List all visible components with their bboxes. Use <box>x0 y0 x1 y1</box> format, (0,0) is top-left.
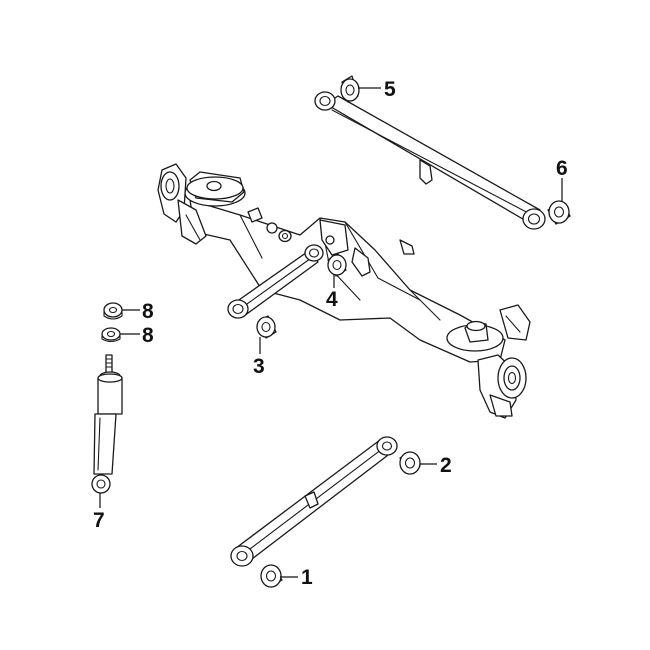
bushing-part-4 <box>327 253 347 277</box>
rear-axle-beam <box>157 163 531 419</box>
callout-8-upper: 8 <box>142 300 154 323</box>
callout-6: 6 <box>556 157 568 180</box>
bushing-part-6 <box>547 200 571 225</box>
callout-2: 2 <box>440 454 452 477</box>
bushing-part-3 <box>256 315 277 339</box>
callout-5: 5 <box>384 78 396 101</box>
nut-part-8-lower <box>101 327 121 343</box>
shock-absorber <box>91 354 123 494</box>
leader-lines <box>99 87 563 578</box>
center-trailing-link <box>227 244 324 319</box>
upper-lateral-link <box>314 91 546 230</box>
nut-part-8-upper <box>103 302 123 320</box>
bushing-part-5 <box>340 75 360 103</box>
callout-7: 7 <box>93 509 105 532</box>
callout-3: 3 <box>253 355 265 378</box>
callout-labels: 1 2 3 4 5 6 7 8 8 <box>93 78 568 589</box>
bushing-part-1 <box>260 564 283 588</box>
bushing-part-2 <box>399 451 421 475</box>
lower-trailing-link <box>230 436 398 567</box>
callout-8-lower: 8 <box>142 324 154 347</box>
callout-1: 1 <box>301 566 313 589</box>
callout-4: 4 <box>326 288 338 311</box>
